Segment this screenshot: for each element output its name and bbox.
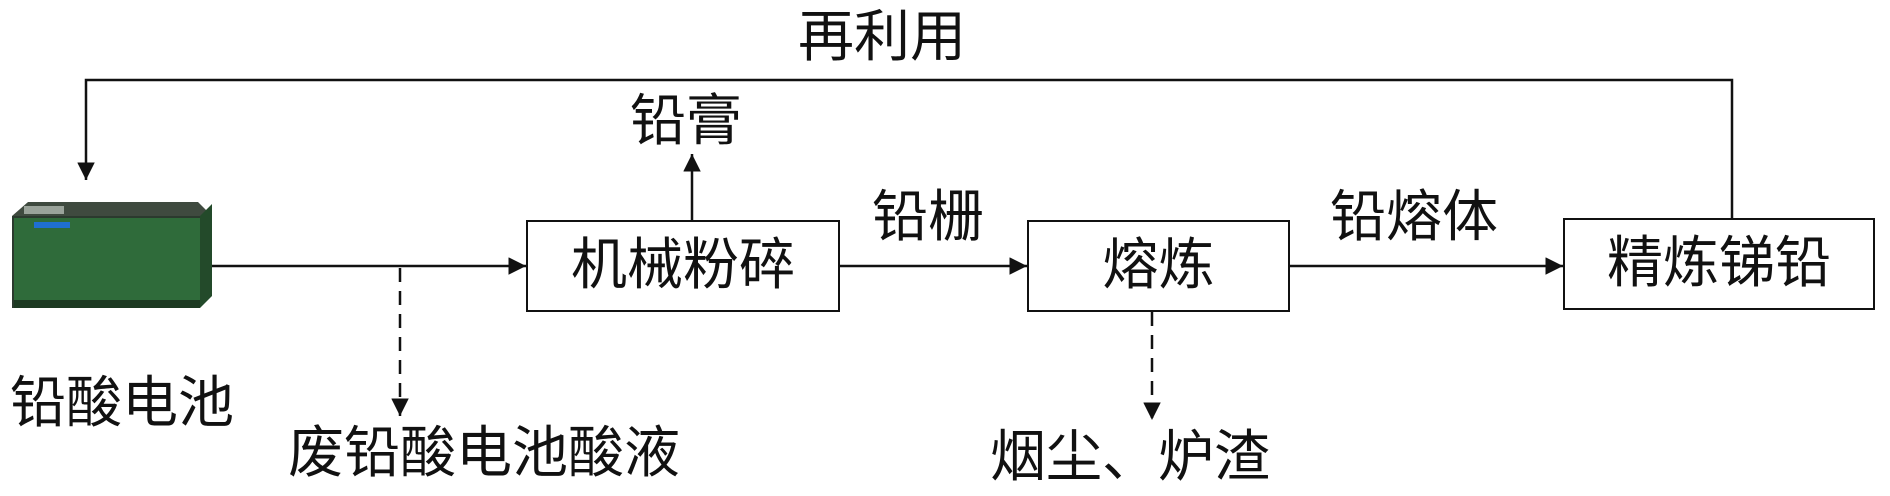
lead-acid-battery-icon [12, 202, 212, 308]
node-smelt-label: 熔炼 [1102, 233, 1215, 298]
battery-label: 铅酸电池 [10, 371, 234, 436]
reuse-loop-arrow [77, 78, 1734, 218]
lead-grid-label: 铅栅 [872, 185, 984, 250]
dust-slag-label: 烟尘、炉渣 [990, 425, 1270, 490]
reuse-label: 再利用 [798, 5, 966, 70]
node-refine-label: 精炼锑铅 [1607, 231, 1831, 296]
lead-paste-label: 铅膏 [630, 89, 742, 154]
waste-acid-label: 废铅酸电池酸液 [288, 421, 680, 486]
node-refining: 精炼锑铅 [1563, 218, 1875, 310]
node-mechanical-crushing: 机械粉碎 [526, 220, 840, 312]
node-smelting: 熔炼 [1027, 220, 1290, 312]
node-crush-label: 机械粉碎 [571, 233, 795, 298]
lead-melt-label: 铅熔体 [1330, 185, 1498, 250]
